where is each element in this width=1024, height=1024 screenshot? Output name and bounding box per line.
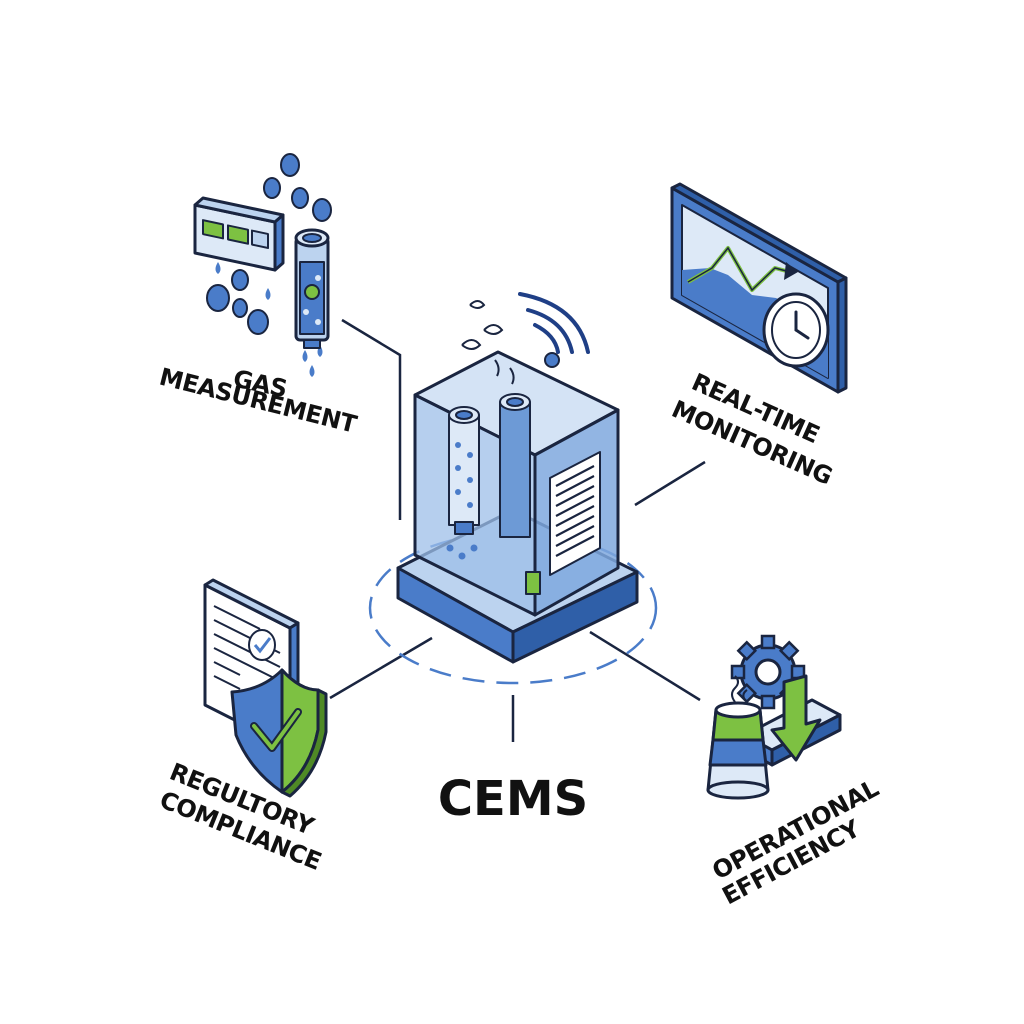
- connector-compliance: [329, 636, 433, 700]
- gear-stack-arrow-icon: [706, 634, 842, 800]
- vent-panel: [525, 451, 601, 595]
- document-shield-check-icon: [203, 578, 328, 798]
- emission-swirl-icon: [461, 300, 515, 385]
- connector-gas: [341, 318, 402, 520]
- connector-monitoring: [634, 460, 706, 507]
- label-real-time-monitoring: REAL-TIME MONITORING: [668, 368, 837, 491]
- connector-efficiency: [589, 630, 701, 702]
- trend-chart-clock-icon: [670, 182, 848, 394]
- diagram-title: CEMS: [438, 771, 588, 827]
- label-gas-measurement: GAS MEASUREMENT: [157, 363, 361, 439]
- inner-tube-right: [499, 393, 531, 538]
- cems-analyzer-cabinet-icon: [396, 292, 639, 664]
- connector-lines: [329, 318, 706, 742]
- wireless-signal-icon: [518, 292, 590, 354]
- gas-sample-tube-icon: [193, 153, 332, 377]
- inner-tube-left: [446, 406, 480, 560]
